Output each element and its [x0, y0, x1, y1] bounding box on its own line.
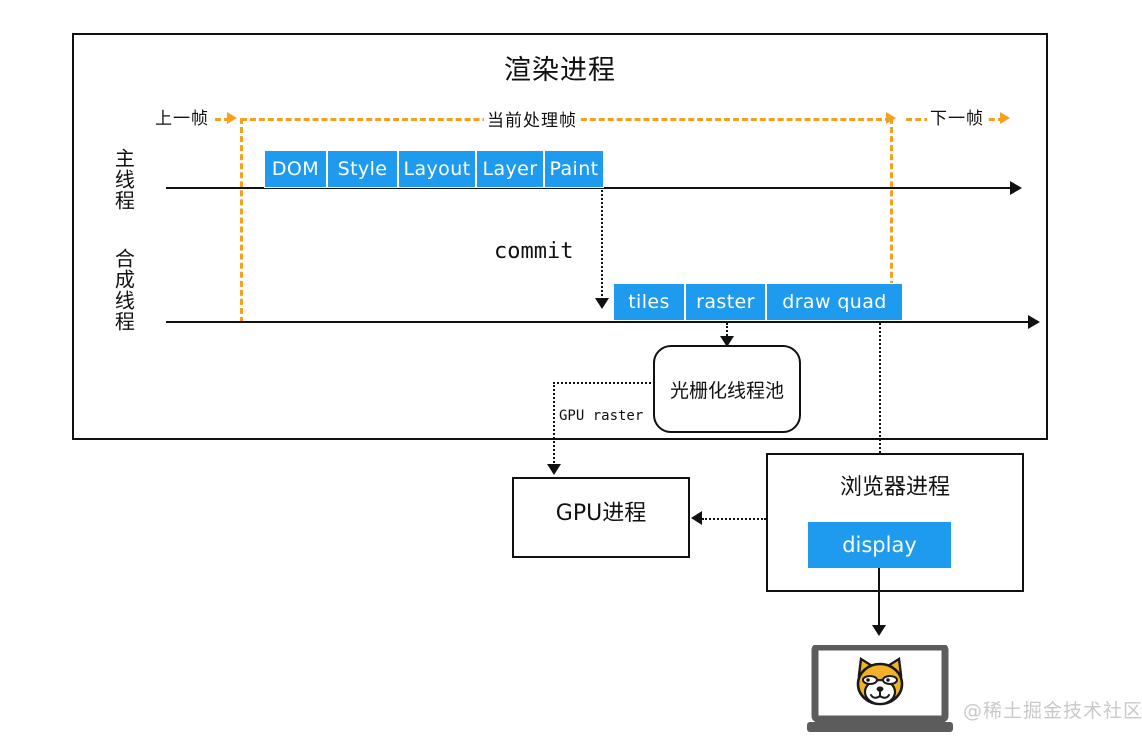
watermark-text: @稀土掘金技术社区 [963, 700, 1142, 722]
next-frame-label: 下一帧 [927, 104, 987, 129]
stage-box-paint[interactable]: Paint [544, 150, 604, 188]
compositor-thread-timeline [166, 321, 1030, 323]
gpu-raster-vertical-line [553, 382, 555, 471]
stage-box-layout[interactable]: Layout [398, 150, 476, 188]
frame-boundary-end [890, 118, 893, 323]
commit-connector-line [601, 190, 603, 300]
compositor-thread-label: 合成线程 [111, 248, 136, 332]
display-to-screen-line [878, 568, 880, 630]
main-thread-label: 主线程 [111, 148, 136, 211]
stage-box-layer[interactable]: Layer [476, 150, 544, 188]
raster-to-pool-line [726, 323, 728, 343]
main-thread-timeline [166, 187, 1012, 189]
previous-frame-label: 上一帧 [152, 104, 212, 129]
laptop-screen-illustration [807, 643, 953, 735]
stage-box-style[interactable]: Style [327, 150, 398, 188]
rasterization-thread-pool-box[interactable]: 光栅化线程池 [653, 345, 801, 433]
gpu-process-label: GPU进程 [555, 501, 647, 526]
browser-process-label: 浏览器进程 [839, 475, 950, 500]
gpu-raster-label: GPU raster [559, 408, 644, 424]
stage-box-raster[interactable]: raster [685, 283, 766, 321]
renderer-process-title: 渲染进程 [504, 55, 616, 86]
previous-frame-arrowhead [227, 112, 237, 124]
browser-to-gpu-arrow [691, 511, 702, 525]
gpu-raster-arrow [547, 464, 561, 475]
main-thread-timeline-arrow [1010, 181, 1022, 195]
draw-quad-to-browser-line [879, 323, 881, 517]
commit-label: commit [494, 239, 574, 264]
gpu-process-box[interactable] [512, 477, 690, 558]
current-frame-label: 当前处理帧 [484, 106, 580, 131]
compositor-thread-timeline-arrow [1028, 315, 1040, 329]
frame-boundary-start [240, 118, 243, 323]
commit-connector-arrow [595, 298, 609, 309]
display-to-screen-arrow [872, 625, 886, 636]
stage-box-tiles[interactable]: tiles [613, 283, 685, 321]
gpu-raster-horizontal-line [553, 382, 655, 384]
browser-to-gpu-line [702, 518, 766, 520]
stage-box-dom[interactable]: DOM [264, 150, 327, 188]
raster-to-pool-arrow [720, 336, 734, 347]
display-box[interactable]: display [808, 522, 951, 568]
stage-box-draw-quad[interactable]: draw quad [766, 283, 903, 321]
next-frame-arrowhead [1000, 112, 1010, 124]
renderer-process-container [72, 33, 1048, 440]
